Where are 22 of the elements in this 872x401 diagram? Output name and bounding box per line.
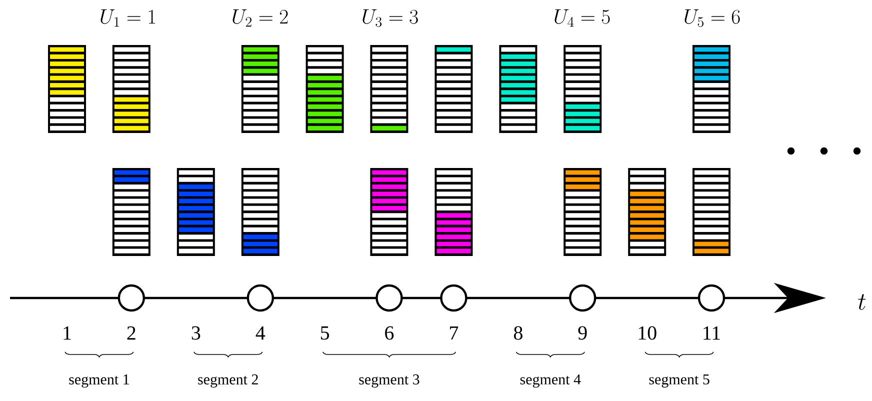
segment-label: segment 3 [359, 374, 420, 388]
tick-number: 9 [578, 326, 587, 340]
tick-number: 2 [127, 326, 136, 340]
tick-number: 10 [638, 326, 656, 340]
formula-label: $U_4 = 5$ [554, 9, 610, 27]
tick-number: 3 [192, 326, 200, 340]
axis-label: $t$ [858, 294, 866, 310]
segment-label: segment 4 [520, 374, 581, 388]
formula-label: $U_5 = 6$ [684, 9, 740, 27]
tick-number: 8 [514, 326, 522, 340]
tick-number: 5 [320, 326, 330, 340]
tick-number: 7 [450, 326, 458, 340]
tick-number: 11 [704, 326, 720, 340]
tick-number: 6 [385, 326, 394, 340]
formula-label: $U_2 = 2$ [232, 9, 288, 27]
formula-label: $U_1 = 1$ [100, 9, 156, 27]
tick-number: 1 [64, 326, 71, 340]
segment-label: segment 2 [198, 374, 258, 388]
segment-label: segment 1 [69, 374, 129, 388]
formula-label: $U_3 = 3$ [362, 9, 418, 27]
tick-number: 4 [256, 326, 266, 340]
segment-label: segment 5 [649, 374, 710, 388]
